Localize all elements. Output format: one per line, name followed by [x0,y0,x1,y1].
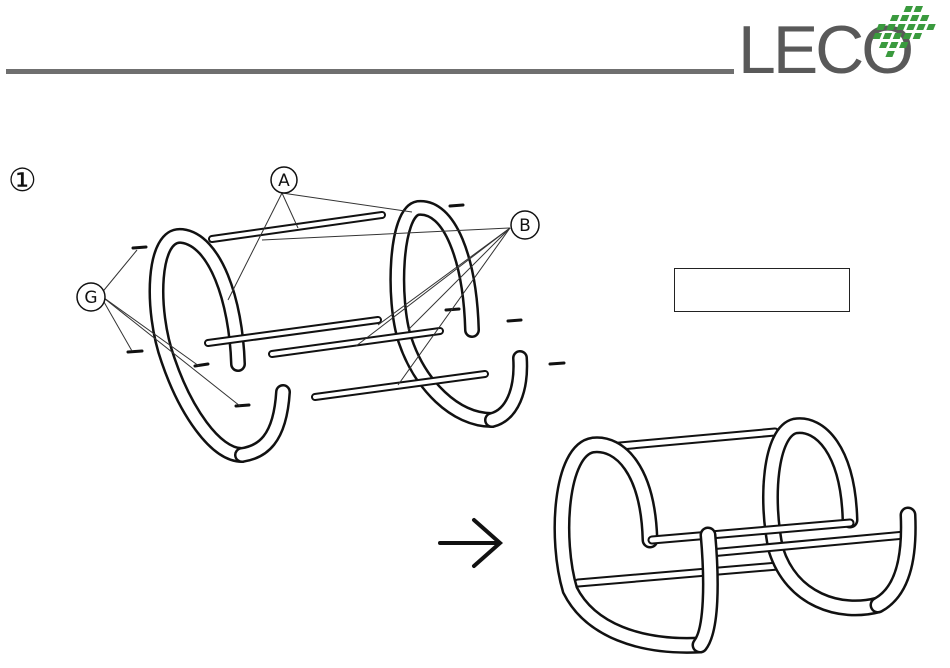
assembled-right-leg [878,515,908,605]
assembled-frame [562,426,908,646]
callout-b: B [511,211,539,239]
assembled-bottom-bar [578,566,778,583]
assembled-front-bar-1 [652,523,850,540]
callout-b-label: B [519,216,531,236]
assembled-left-leg [700,535,710,645]
callout-a-label: A [278,171,290,191]
right-arrow-icon [440,520,500,566]
callout-a: A [271,167,297,193]
right-bottom-tube [492,358,520,420]
assembled-right-loop [770,426,878,608]
callout-g-label: G [84,288,97,308]
assembled-front-bar-2 [710,535,905,553]
assembled-top-bar [598,432,775,448]
right-loop-tube [397,208,492,420]
left-bottom-tube [242,392,283,455]
exploded-frame [156,208,520,455]
assembled-left-loop [562,445,700,646]
left-loop-tube [156,236,242,455]
callout-g: G [77,283,105,311]
crossbar-b-3 [315,374,485,397]
